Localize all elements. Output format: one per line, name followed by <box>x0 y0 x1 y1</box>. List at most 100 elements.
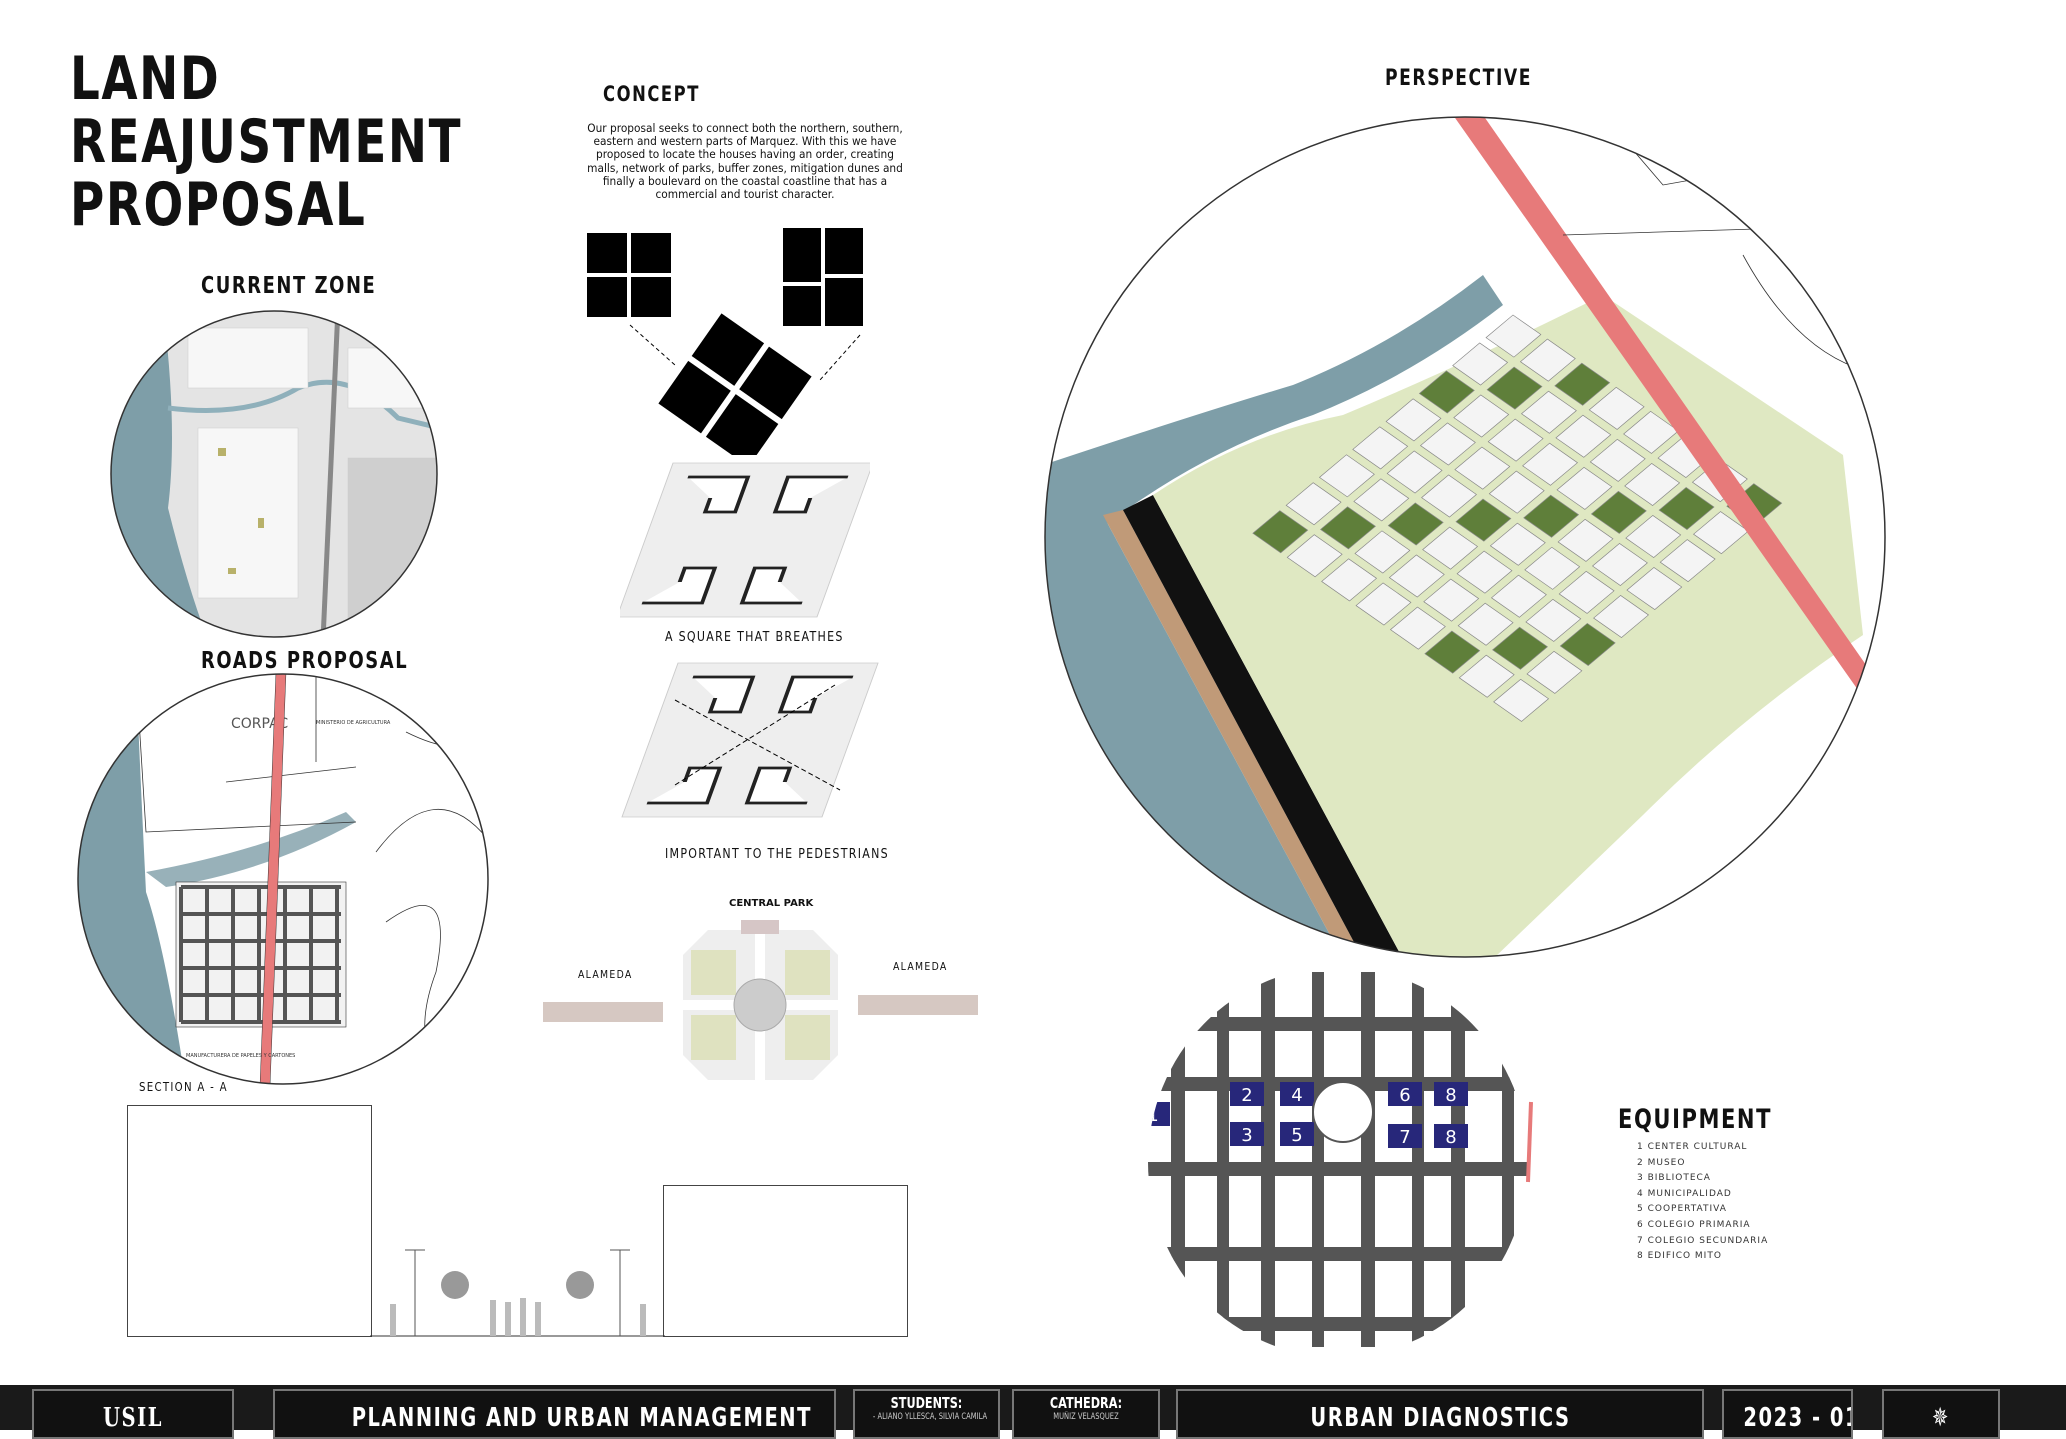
section-box-left <box>127 1105 372 1337</box>
usil-logo: USIL <box>103 1403 163 1433</box>
building-block <box>1452 342 1509 386</box>
street <box>1312 972 1324 1347</box>
building-block <box>1456 550 1513 594</box>
alameda-left-plan <box>543 1002 663 1022</box>
park-block <box>1455 498 1512 542</box>
students-label: STUDENTS: <box>890 1394 963 1412</box>
alameda-right-plan <box>858 995 978 1015</box>
title-line: REAJUSTMENT <box>70 107 463 177</box>
equipment-block <box>1434 1124 1468 1148</box>
course-title: PLANNING AND URBAN MANAGEMENT <box>351 1403 812 1433</box>
star-emblem-icon: ✵ <box>1932 1403 1950 1433</box>
legend-item: 8 EDIFICO MITO <box>1637 1251 1722 1262</box>
building-block <box>1352 426 1409 470</box>
equipment-number: 7 <box>1399 1127 1410 1148</box>
footer-topic-box: URBAN DIAGNOSTICS <box>1176 1389 1704 1439</box>
footer-logo-box: USIL <box>32 1389 234 1439</box>
park-block <box>1590 490 1647 534</box>
pedestrian-diagram <box>621 662 879 818</box>
building-block <box>1419 422 1476 466</box>
building-block <box>1353 478 1410 522</box>
building-block <box>1519 338 1576 382</box>
perspective-heading: PERSPECTIVE <box>1385 66 1533 91</box>
perspective-render <box>1044 116 1886 958</box>
building-block <box>1558 570 1615 614</box>
page-title: LAND REAJUSTMENT PROPOSAL <box>70 48 573 237</box>
equipment-number: 2 <box>1241 1085 1252 1106</box>
ministerio-label: MINISTERIO DE AGRICULTURA <box>316 720 391 726</box>
street <box>1217 972 1229 1347</box>
building-block <box>1458 654 1515 698</box>
park-block <box>1252 510 1309 554</box>
section-aa-label: SECTION A - A <box>139 1080 228 1094</box>
equipment-block <box>1230 1122 1264 1146</box>
equipment-number: 8 <box>1445 1085 1456 1106</box>
building-block <box>1555 414 1612 458</box>
building-block <box>1520 390 1577 434</box>
street <box>1502 972 1514 1347</box>
building-block <box>1489 522 1546 566</box>
square-breathes-diagram <box>620 462 870 618</box>
building-block <box>1487 418 1544 462</box>
equipment-legend: 1 CENTER CULTURAL 2 MUSEO 3 BIBLIOTECA 4… <box>1637 1140 1768 1265</box>
building-block <box>1626 567 1683 611</box>
equipment-number: 1 <box>1147 1105 1158 1126</box>
building-block <box>1524 546 1581 590</box>
building-block <box>1623 410 1680 454</box>
footer-course-box: PLANNING AND URBAN MANAGEMENT <box>273 1389 836 1439</box>
footer-cathedra-box: CATHEDRA:MUÑIZ VELASQUEZ <box>1012 1389 1160 1439</box>
park-block <box>1387 502 1444 546</box>
building-block <box>1388 554 1445 598</box>
alameda-right-label: ALAMEDA <box>893 960 948 973</box>
equipment-number: 4 <box>1291 1085 1302 1106</box>
street <box>1148 1017 1528 1031</box>
building-block <box>1659 539 1716 583</box>
street <box>1412 972 1424 1347</box>
cathedra-label: CATHEDRA: <box>1049 1394 1123 1412</box>
building-block <box>1485 314 1542 358</box>
concept-squares-diagram <box>587 228 863 455</box>
current-zone-map <box>110 310 438 638</box>
caption-square-breathes: A SQUARE THAT BREATHES <box>665 630 844 645</box>
footer-emblem-box: ✵ <box>1882 1389 2000 1439</box>
park-block <box>1559 622 1616 666</box>
building-block <box>1421 474 1477 518</box>
equipment-block <box>1280 1082 1314 1106</box>
legend-item: 7 COLEGIO SECUNDARIA <box>1637 1235 1769 1246</box>
topic-title: URBAN DIAGNOSTICS <box>1309 1403 1571 1433</box>
year-label: 2023 - 01 <box>1743 1403 1853 1433</box>
equipment-number: 8 <box>1445 1127 1456 1148</box>
roads-proposal-map: CORPAC MINISTERIO DE AGRICULTURA MANUFAC… <box>77 673 489 1085</box>
title-line: PROPOSAL <box>70 170 367 240</box>
legend-item: 5 COOPERTATIVA <box>1637 1204 1727 1215</box>
equipment-heading: EQUIPMENT <box>1618 1104 1773 1135</box>
building-block <box>1557 518 1614 562</box>
footer-bar: USIL PLANNING AND URBAN MANAGEMENT STUDE… <box>0 1385 2066 1439</box>
building-block <box>1588 386 1645 430</box>
equipment-block <box>1388 1124 1422 1148</box>
park-block <box>1554 362 1611 406</box>
legend-item: 4 MUNICIPALIDAD <box>1637 1188 1732 1199</box>
park-block <box>1492 626 1548 670</box>
building-block <box>1354 530 1411 574</box>
building-block <box>1318 454 1375 498</box>
building-block <box>1385 398 1442 442</box>
building-block <box>1454 446 1511 490</box>
students-names: - ALIANO YLLESCA, SILVIA CAMILA <box>872 1412 988 1422</box>
building-block <box>1422 526 1479 570</box>
title-line: LAND <box>70 44 221 114</box>
street <box>1148 1317 1528 1331</box>
building-block <box>1389 606 1446 650</box>
building-block <box>1321 558 1378 602</box>
legend-item: 6 COLEGIO PRIMARIA <box>1637 1219 1751 1230</box>
roads-proposal-heading: ROADS PROPOSAL <box>201 648 409 674</box>
equipment-number: 3 <box>1241 1125 1252 1146</box>
caption-pedestrians: IMPORTANT TO THE PEDESTRIANS <box>665 847 889 862</box>
manufacturera-label: MANUFACTURERA DE PAPELES Y CARTONES <box>186 1053 295 1059</box>
building-block <box>1286 534 1343 578</box>
central-park-label: CENTRAL PARK <box>729 898 814 909</box>
park-block <box>1658 487 1715 531</box>
park-block <box>1320 506 1376 550</box>
street-section-drawing <box>370 1249 665 1337</box>
building-block <box>1556 466 1613 510</box>
